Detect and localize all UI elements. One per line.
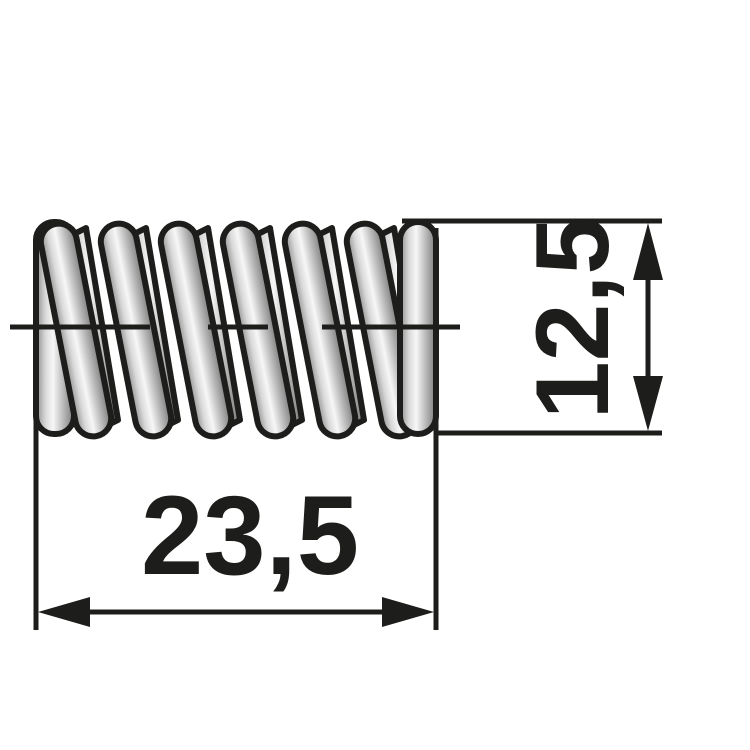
coil-4 <box>219 220 297 440</box>
length-dimension: 23,5 <box>38 473 434 627</box>
arrow-right-icon <box>382 597 434 627</box>
arrow-left-icon <box>38 597 90 627</box>
arrow-down-icon <box>633 376 663 431</box>
diameter-label: 12,5 <box>515 217 631 419</box>
length-label: 23,5 <box>141 473 359 598</box>
coil-2 <box>97 220 175 440</box>
extension-lines <box>33 218 662 630</box>
arrow-up-icon <box>633 223 663 280</box>
diameter-dimension: 12,5 <box>515 217 663 431</box>
spring-front-coils <box>37 220 421 440</box>
